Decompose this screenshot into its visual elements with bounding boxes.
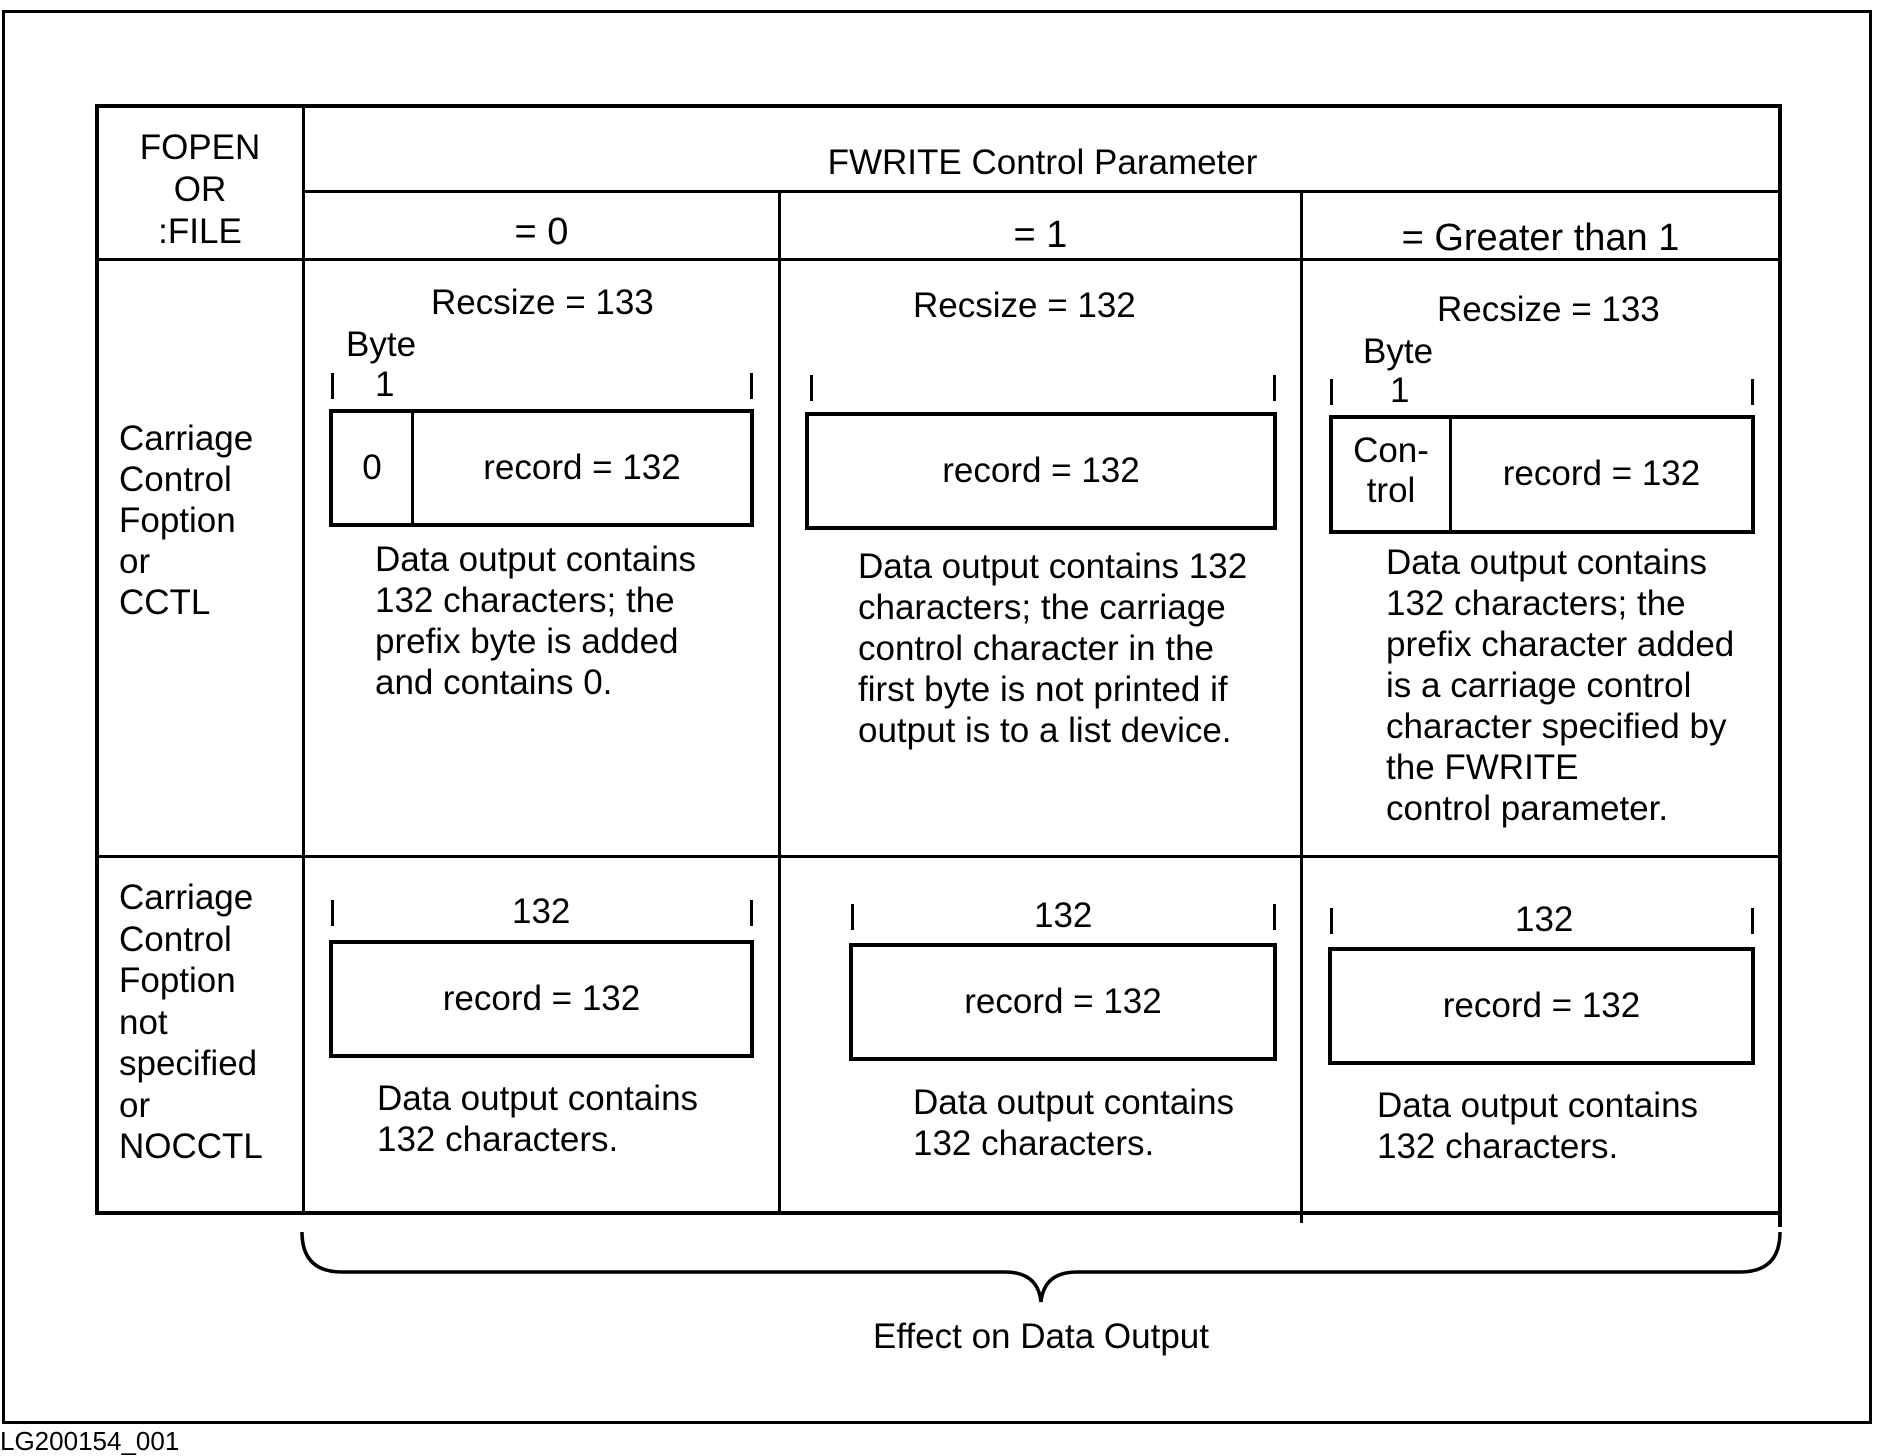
description-line: output is to a list device. xyxy=(858,711,1232,750)
control-byte-field: Con- trol xyxy=(1333,419,1452,530)
description-line: 132 characters; the xyxy=(375,581,675,620)
description-line: Data output contains xyxy=(1386,543,1708,582)
extent-tick xyxy=(1330,908,1333,934)
description-line: prefix byte is added xyxy=(375,622,679,661)
row-label-line: or xyxy=(119,542,151,581)
row-label-line: Foption xyxy=(119,501,236,540)
column-header-eq-0: = 0 xyxy=(514,211,569,253)
byte-label: Byte xyxy=(346,325,417,364)
header-label-line: OR xyxy=(173,170,227,209)
control-label: Con- trol xyxy=(1333,431,1449,511)
record-box: record = 132 xyxy=(849,943,1277,1061)
record-box: record = 132 xyxy=(329,940,754,1058)
description-line: first byte is not printed if xyxy=(858,670,1228,709)
description-line: 132 characters. xyxy=(1377,1127,1619,1166)
description-line: is a carriage control xyxy=(1386,666,1692,705)
parameter-title: FWRITE Control Parameter xyxy=(827,143,1258,182)
record-box: Con- trol record = 132 xyxy=(1329,415,1755,534)
extent-tick xyxy=(851,904,854,930)
brace-label: Effect on Data Output xyxy=(873,1317,1209,1356)
row-label-line: or xyxy=(119,1085,151,1125)
description-line: prefix character added xyxy=(1386,625,1735,664)
byte-label: Byte xyxy=(1363,332,1434,371)
record-box: record = 132 xyxy=(1328,947,1755,1065)
extent-tick xyxy=(810,375,813,401)
extent-tick xyxy=(750,373,753,399)
row-label-line: Control xyxy=(119,460,232,499)
description-line: Data output contains xyxy=(377,1079,699,1118)
row-label-cctl: Carriage Control Foption or CCTL xyxy=(119,418,253,623)
record-label: record = 132 xyxy=(483,448,681,487)
byte-number: 1 xyxy=(375,365,395,404)
description: Data output contains 132 characters; the… xyxy=(1386,542,1734,829)
row-label-line: specified xyxy=(119,1044,258,1083)
description: Data output contains 132 characters. xyxy=(377,1078,698,1160)
record-label: record = 132 xyxy=(1442,986,1641,1025)
recsize-label: Recsize = 133 xyxy=(1437,290,1660,329)
description-line: control parameter. xyxy=(1386,789,1669,828)
description-line: and contains 0. xyxy=(375,663,613,702)
prefix-byte-field: 0 xyxy=(333,413,414,523)
extent-tick xyxy=(1273,904,1276,930)
description: Data output contains 132 characters. xyxy=(1377,1085,1698,1167)
description-line: 132 characters; the xyxy=(1386,584,1686,623)
record-label: record = 132 xyxy=(1502,454,1701,493)
column-header-greater-than-1: = Greater than 1 xyxy=(1401,217,1680,259)
row-label-line: Carriage xyxy=(119,419,254,458)
size-label: 132 xyxy=(1515,900,1574,939)
size-label: 132 xyxy=(1034,896,1093,935)
record-label: record = 132 xyxy=(442,979,641,1018)
column-header-eq-1: = 1 xyxy=(1013,214,1068,256)
extent-tick xyxy=(1751,379,1754,405)
description-line: control character in the xyxy=(858,629,1215,668)
header-row-label: FOPEN OR :FILE xyxy=(100,127,300,253)
description-line: 132 characters. xyxy=(377,1120,619,1159)
extent-tick xyxy=(331,900,334,926)
extent-tick xyxy=(1330,379,1333,405)
row-label-line: CCTL xyxy=(119,583,211,622)
figure-frame xyxy=(2,10,1872,1424)
extent-tick xyxy=(1751,908,1754,934)
description: Data output contains 132 characters; the… xyxy=(375,539,696,703)
size-label: 132 xyxy=(512,892,571,931)
recsize-label: Recsize = 132 xyxy=(913,286,1136,325)
figure-id: LG200154_001 xyxy=(0,1426,180,1456)
extent-tick xyxy=(750,900,753,926)
byte-number: 1 xyxy=(1390,371,1410,410)
row-label-nocctl: Carriage Control Foption not specified o… xyxy=(119,877,263,1168)
row-label-line: NOCCTL xyxy=(119,1127,263,1166)
description-line: Data output contains xyxy=(913,1083,1235,1122)
description-line: character specified by xyxy=(1386,707,1727,746)
control-label-line: Con- xyxy=(1353,431,1429,470)
header-label-line: :FILE xyxy=(158,212,242,251)
description: Data output contains 132 characters; the… xyxy=(858,546,1247,751)
description-line: 132 characters. xyxy=(913,1124,1155,1163)
record-box: 0 record = 132 xyxy=(329,409,754,527)
header-label-line: FOPEN xyxy=(139,128,261,167)
extent-tick xyxy=(331,373,334,399)
description-line: the FWRITE xyxy=(1386,748,1579,787)
row-label-line: Control xyxy=(119,919,232,959)
description-line: characters; the carriage xyxy=(858,588,1226,627)
recsize-label: Recsize = 133 xyxy=(431,283,654,322)
control-label-line: trol xyxy=(1366,471,1416,510)
record-label: record = 132 xyxy=(964,982,1162,1021)
extent-tick xyxy=(1273,375,1276,401)
prefix-value: 0 xyxy=(362,448,382,487)
record-box: record = 132 xyxy=(805,412,1277,530)
row-label-line: Carriage xyxy=(119,878,254,917)
description-line: Data output contains xyxy=(1377,1086,1699,1125)
description-line: Data output contains 132 xyxy=(858,547,1248,586)
record-label: record = 132 xyxy=(942,451,1140,490)
description: Data output contains 132 characters. xyxy=(913,1082,1234,1164)
row-label-line: not xyxy=(119,1002,168,1042)
description-line: Data output contains xyxy=(375,540,697,579)
row-label-line: Foption xyxy=(119,961,236,1000)
